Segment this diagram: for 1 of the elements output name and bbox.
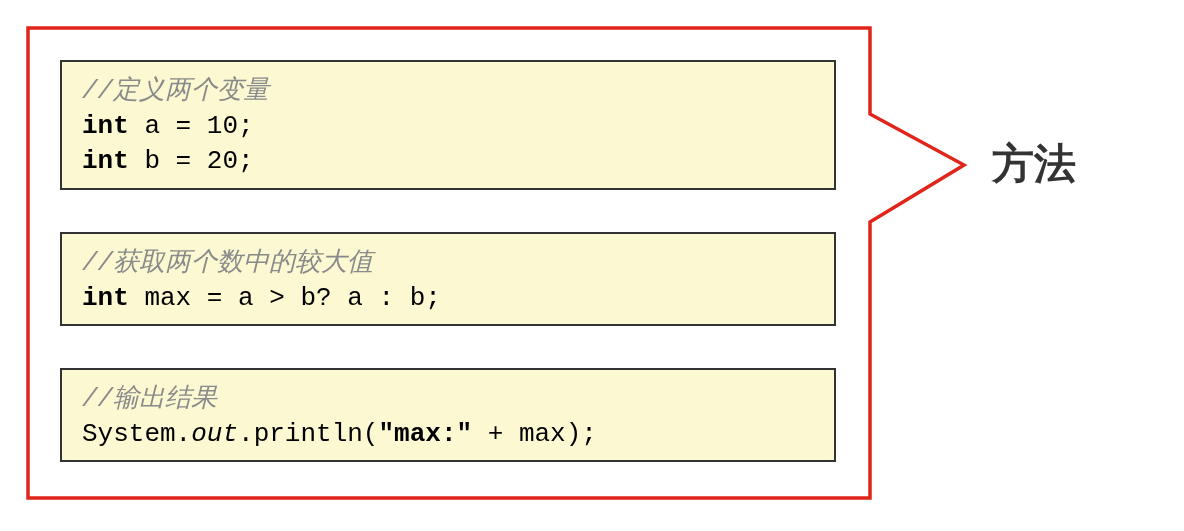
callout-heading: 方法 <box>992 138 1076 190</box>
